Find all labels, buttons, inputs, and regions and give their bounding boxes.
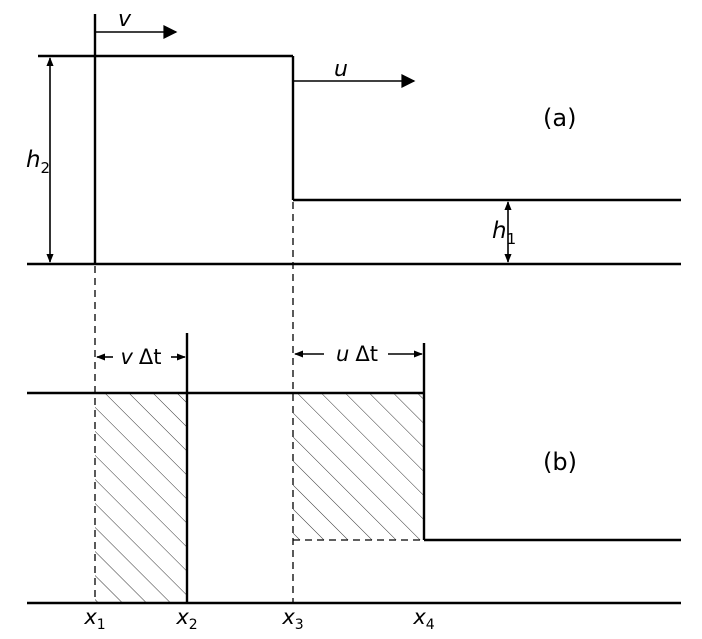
x3-label: x3 (281, 605, 303, 633)
panel-a: v u h2 h1 (a) (26, 7, 681, 266)
hatched-region-right (293, 393, 424, 540)
h2-label: h2 (26, 147, 50, 177)
panel-a-label: (a) (543, 104, 576, 132)
x2-label: x2 (175, 605, 197, 633)
velocity-u-label: u (334, 57, 348, 82)
x4-label: x4 (412, 605, 434, 633)
hatched-region-left (95, 393, 187, 603)
x1-label: x1 (83, 605, 105, 633)
velocity-v-label: v (118, 7, 132, 32)
panel-b-label: (b) (543, 448, 577, 476)
h1-label: h1 (492, 218, 516, 248)
